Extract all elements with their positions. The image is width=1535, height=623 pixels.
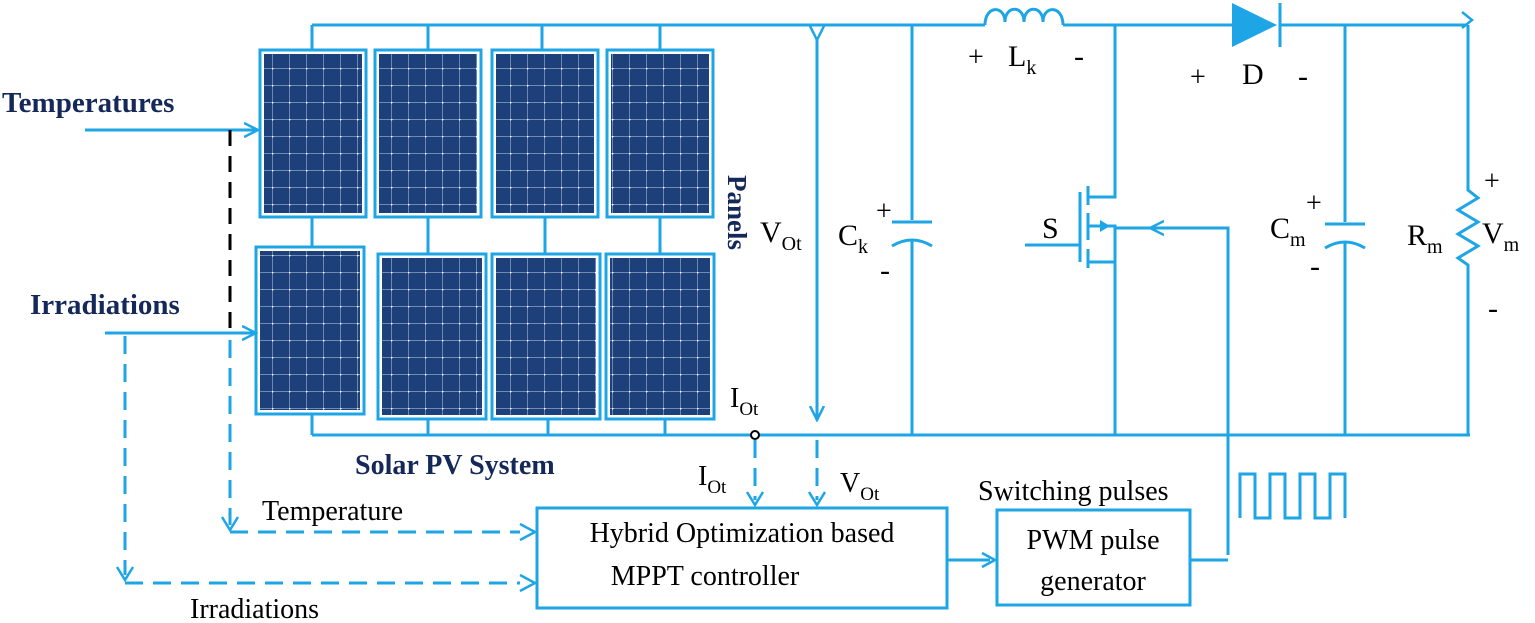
current-sense-node xyxy=(750,430,760,440)
solar-panel xyxy=(258,48,368,219)
vot-controller-label: VOt xyxy=(840,468,880,505)
temperature-signal-label: Temperature xyxy=(262,496,403,527)
mosfet-switch-symbol xyxy=(1025,25,1117,435)
solar-pv-system-label: Solar PV System xyxy=(355,450,555,481)
irradiations-input-label: Irradiations xyxy=(30,289,180,321)
switching-pulses-label: Switching pulses xyxy=(978,476,1169,507)
diode-symbol xyxy=(1232,3,1282,47)
solar-panel xyxy=(254,245,366,416)
solar-panel xyxy=(376,252,488,421)
switching-pulse-waveform xyxy=(1238,472,1347,520)
control-wiring xyxy=(85,130,1347,593)
mppt-label-line1: Hybrid Optimization based xyxy=(590,518,895,549)
cm-label: Cm xyxy=(1270,212,1306,251)
irradiations-signal-label: Irradiations xyxy=(190,594,319,623)
inductor-plus-sign: + xyxy=(968,42,984,73)
solar-panel xyxy=(605,48,715,219)
resistor-rm-symbol xyxy=(1455,25,1481,435)
ck-minus-sign: - xyxy=(880,254,890,287)
diode-label: D xyxy=(1242,58,1264,91)
vm-plus-sign: + xyxy=(1484,166,1500,197)
ck-label: Ck xyxy=(838,219,868,258)
panels-label: Panels xyxy=(722,175,752,250)
inductor-symbol xyxy=(983,7,1065,26)
solar-panel xyxy=(373,48,483,219)
diode-minus-sign: - xyxy=(1298,60,1308,93)
capacitor-cm-symbol xyxy=(1324,25,1366,435)
mppt-controller-box: Hybrid Optimization based MPPT controlle… xyxy=(535,506,949,610)
power-circuit xyxy=(312,3,1481,555)
switch-label: S xyxy=(1042,212,1059,245)
cm-plus-sign: + xyxy=(1306,188,1322,219)
vm-minus-sign: - xyxy=(1488,292,1498,325)
diode-plus-sign: + xyxy=(1190,62,1206,93)
solar-panel xyxy=(490,48,600,219)
pwm-label-line1: PWM pulse xyxy=(1027,525,1160,556)
pwm-generator-box: PWM pulse generator xyxy=(995,508,1192,607)
mppt-label-line2: MPPT controller xyxy=(611,561,800,592)
iot-node-label: IOt xyxy=(730,383,759,420)
solar-panel xyxy=(604,252,716,421)
solar-panel xyxy=(490,252,602,421)
vot-label: VOt xyxy=(760,216,802,255)
temperatures-input-label: Temperatures xyxy=(2,87,174,119)
rm-label: Rm xyxy=(1407,219,1443,258)
inductor-label: Lk xyxy=(1008,40,1036,79)
capacitor-ck-symbol xyxy=(891,25,933,435)
pwm-label-line2: generator xyxy=(1040,566,1146,597)
ck-plus-sign: + xyxy=(876,196,892,227)
cm-minus-sign: - xyxy=(1310,250,1320,283)
vm-label: Vm xyxy=(1482,217,1520,256)
inductor-minus-sign: - xyxy=(1074,40,1084,73)
solar-panel-array xyxy=(254,25,716,435)
iot-controller-label: IOt xyxy=(698,461,727,498)
